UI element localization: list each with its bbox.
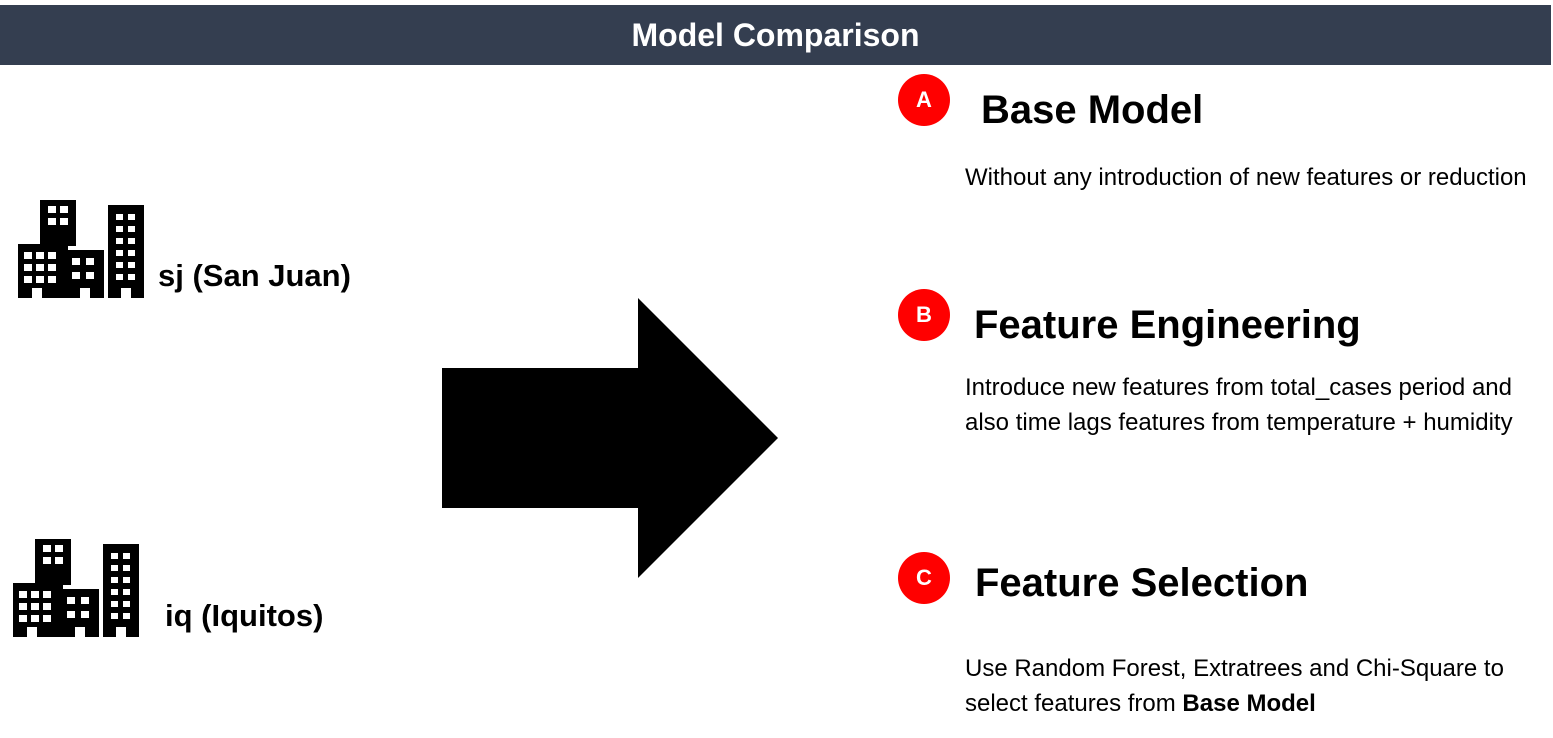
badge-c: C xyxy=(898,552,950,604)
badge-b: B xyxy=(898,289,950,341)
city-label-iq: iq (Iquitos) xyxy=(165,598,324,633)
city-sj: sj (San Juan) xyxy=(18,200,358,300)
diagram-header: Model Comparison xyxy=(0,5,1551,65)
right-arrow-icon xyxy=(442,298,778,578)
city-iq: iq (Iquitos) xyxy=(13,539,353,639)
description-bold-text: Base Model xyxy=(1182,690,1316,717)
section-title-feature-selection: Feature Selection xyxy=(975,561,1309,605)
description-text: Use Random Forest, Extratrees and Chi-Sq… xyxy=(965,655,1504,717)
city-buildings-icon xyxy=(18,200,144,298)
section-title-base-model: Base Model xyxy=(981,88,1204,132)
section-description-feature-engineering: Introduce new features from total_cases … xyxy=(965,374,1513,436)
city-label-sj: sj (San Juan) xyxy=(158,258,351,293)
city-buildings-icon xyxy=(13,539,139,637)
section-title-feature-engineering: Feature Engineering xyxy=(974,303,1361,347)
diagram-title: Model Comparison xyxy=(631,16,920,53)
section-description-feature-selection: Use Random Forest, Extratrees and Chi-Sq… xyxy=(965,651,1540,721)
badge-a: A xyxy=(898,74,950,126)
section-description-base-model: Without any introduction of new features… xyxy=(965,164,1527,191)
